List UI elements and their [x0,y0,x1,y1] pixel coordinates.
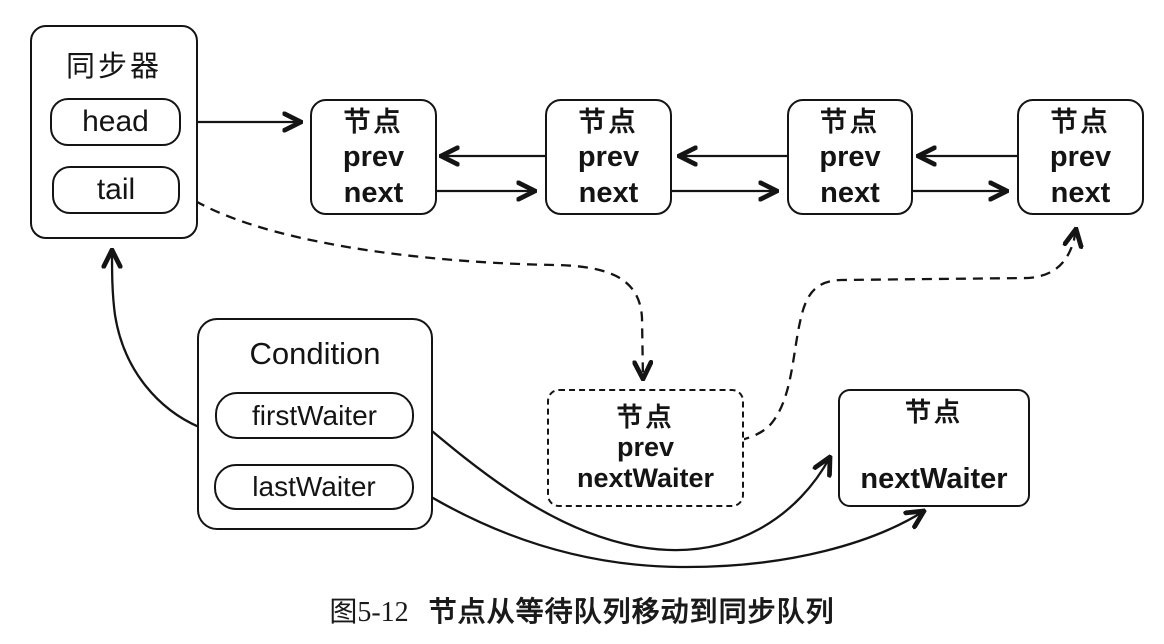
sync-node-3-title: 节点 [820,107,880,137]
sync-node-4-title: 节点 [1050,107,1111,137]
condition-to-synchronizer-arrow [112,250,200,429]
first-waiter-pointer: firstWaiter [215,392,414,439]
sync-node-3: 节点 prev next [787,99,913,215]
condition-box: Condition firstWaiter lastWaiter [197,318,433,530]
first-waiter-label: firstWaiter [252,399,377,431]
moving-node: 节点 prev nextWaiter [547,389,744,507]
sync-node-1: 节点 prev next [310,99,437,215]
sync-node-4: 节点 prev next [1017,99,1144,215]
sync-node-2: 节点 prev next [545,99,672,215]
sync-node-2-next: next [578,177,639,209]
synchronizer-box: 同步器 head tail [30,25,198,239]
sync-node-3-prev: prev [819,141,881,173]
sync-node-2-title: 节点 [578,107,639,137]
wait-queue-node-title: 节点 [904,397,963,427]
wait-queue-node: 节点 nextWaiter [838,389,1030,507]
sync-node-1-prev: prev [342,141,405,173]
sync-node-2-prev: prev [577,141,640,173]
caption-number: 图5-12 [329,597,409,628]
caption-text: 节点从等待队列移动到同步队列 [428,597,835,628]
sync-node-4-next: next [1050,177,1111,209]
wait-queue-node-nextwaiter: nextWaiter [860,463,1008,495]
last-waiter-pointer: lastWaiter [214,464,414,510]
sync-node-1-title: 节点 [343,107,404,137]
moving-node-nextwaiter: nextWaiter [576,463,715,493]
tail-pointer-label: tail [96,173,136,206]
last-waiter-label: lastWaiter [252,471,376,502]
sync-node-1-next: next [343,177,404,209]
moving-node-prev: prev [616,432,675,462]
tail-pointer: tail [52,166,180,214]
sync-node-3-next: next [820,177,880,209]
condition-title: Condition [249,336,381,371]
synchronizer-title: 同步器 [65,51,162,83]
moving-node-title: 节点 [616,402,675,432]
head-pointer: head [50,98,181,146]
figure-caption: 图5-12 节点从等待队列移动到同步队列 [0,590,1164,630]
sync-node-4-prev: prev [1049,141,1112,173]
head-pointer-label: head [82,105,149,138]
